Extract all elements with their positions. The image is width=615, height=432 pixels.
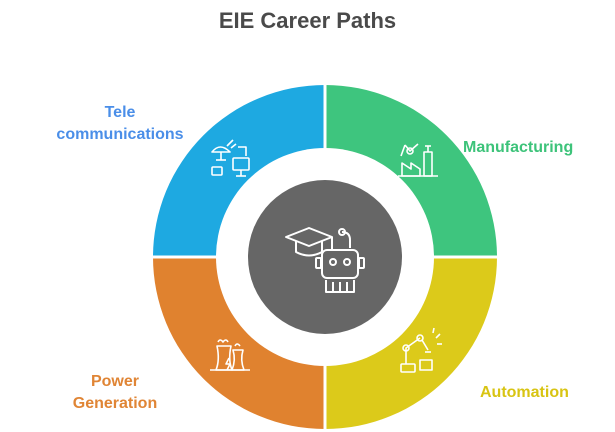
satellite-network-icon [211, 139, 250, 177]
robotic-arm-icon [400, 327, 442, 373]
power-plant-icon [210, 339, 250, 371]
segment-automation [325, 257, 497, 429]
factory-robot-arm-icon [398, 143, 438, 177]
label-telecommunications-line2: communications [56, 126, 184, 143]
label-power-generation-line1: Power [90, 373, 139, 390]
label-telecommunications-line1: Tele [104, 104, 136, 121]
segment-power-generation [153, 257, 325, 429]
segment-manufacturing [325, 85, 497, 257]
label-automation: Automation [480, 384, 569, 401]
label-power-generation-line2: Generation [72, 395, 158, 412]
diagram-title: EIE Career Paths [218, 8, 397, 33]
center-hub [248, 180, 402, 334]
segment-telecommunications [153, 85, 325, 257]
label-manufacturing: Manufacturing [463, 139, 574, 156]
robot-icon [315, 228, 365, 293]
label-power-generation: Power Generation [60, 371, 170, 415]
label-telecommunications: Tele communications [35, 102, 205, 146]
